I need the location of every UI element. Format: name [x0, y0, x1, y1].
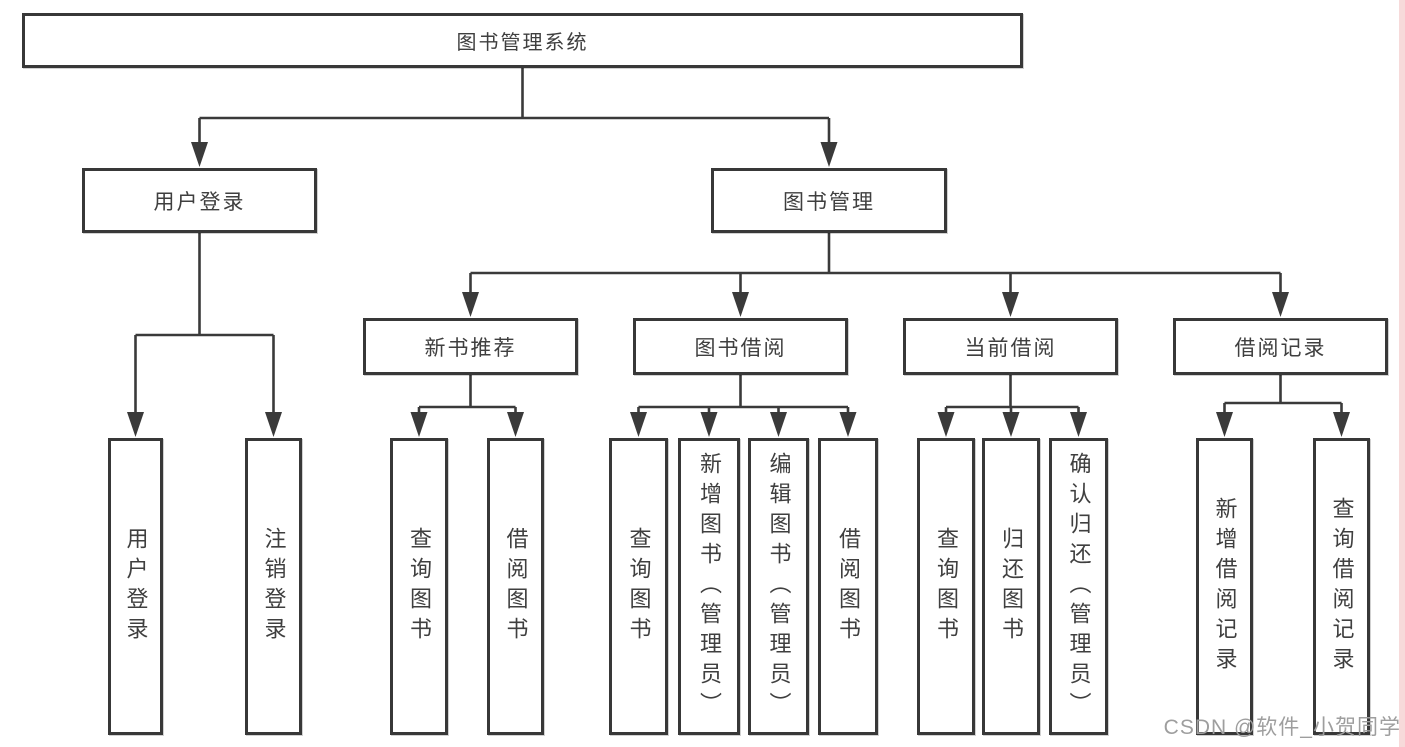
leaf-record-query: 查询借阅记录	[1313, 438, 1370, 735]
connector-currentborrow-to-leaves	[937, 375, 1087, 437]
connector-newbook-to-leaves	[410, 375, 524, 437]
leaf-record-add: 新增借阅记录	[1196, 438, 1253, 735]
node-root: 图书管理系统	[22, 13, 1023, 68]
node-book-management-label: 图书管理	[783, 190, 875, 214]
node-root-label: 图书管理系统	[456, 32, 589, 54]
node-borrow-record-label: 借阅记录	[1234, 336, 1327, 360]
leaf-borrow-add-admin: 新增图书（管理员）	[678, 438, 740, 735]
connector-borrowrecord-to-leaves	[1216, 375, 1350, 437]
node-new-book-recommend: 新书推荐	[363, 318, 578, 375]
leaf-current-query: 查询图书	[917, 438, 975, 735]
node-borrow-record: 借阅记录	[1173, 318, 1388, 375]
node-new-book-recommend-label: 新书推荐	[424, 336, 517, 360]
connector-userlogin-to-leaves	[127, 233, 282, 437]
connector-bookmgmt-to-level3	[462, 233, 1289, 317]
node-book-borrow-label: 图书借阅	[694, 336, 787, 360]
connector-root-to-level2	[191, 68, 838, 167]
node-book-management: 图书管理	[711, 168, 947, 233]
node-user-login-label: 用户登录	[153, 190, 246, 214]
leaf-current-return: 归还图书	[982, 438, 1040, 735]
leaf-user-login: 用户登录	[108, 438, 163, 735]
leaf-borrow-edit-admin: 编辑图书（管理员）	[748, 438, 809, 735]
connector-bookborrow-to-leaves	[630, 375, 857, 437]
right-edge-strip	[1399, 0, 1405, 747]
node-current-borrow-label: 当前借阅	[964, 336, 1057, 360]
csdn-watermark: CSDN @软件_小贺同学	[1163, 716, 1401, 739]
leaf-current-confirm-admin: 确认归还（管理员）	[1049, 438, 1108, 735]
node-book-borrow: 图书借阅	[633, 318, 848, 375]
node-current-borrow: 当前借阅	[903, 318, 1118, 375]
leaf-logout: 注销登录	[245, 438, 302, 735]
leaf-newbook-borrow: 借阅图书	[487, 438, 544, 735]
node-user-login: 用户登录	[82, 168, 317, 233]
leaf-newbook-query: 查询图书	[390, 438, 448, 735]
leaf-borrow-borrow: 借阅图书	[818, 438, 878, 735]
leaf-borrow-query: 查询图书	[609, 438, 668, 735]
